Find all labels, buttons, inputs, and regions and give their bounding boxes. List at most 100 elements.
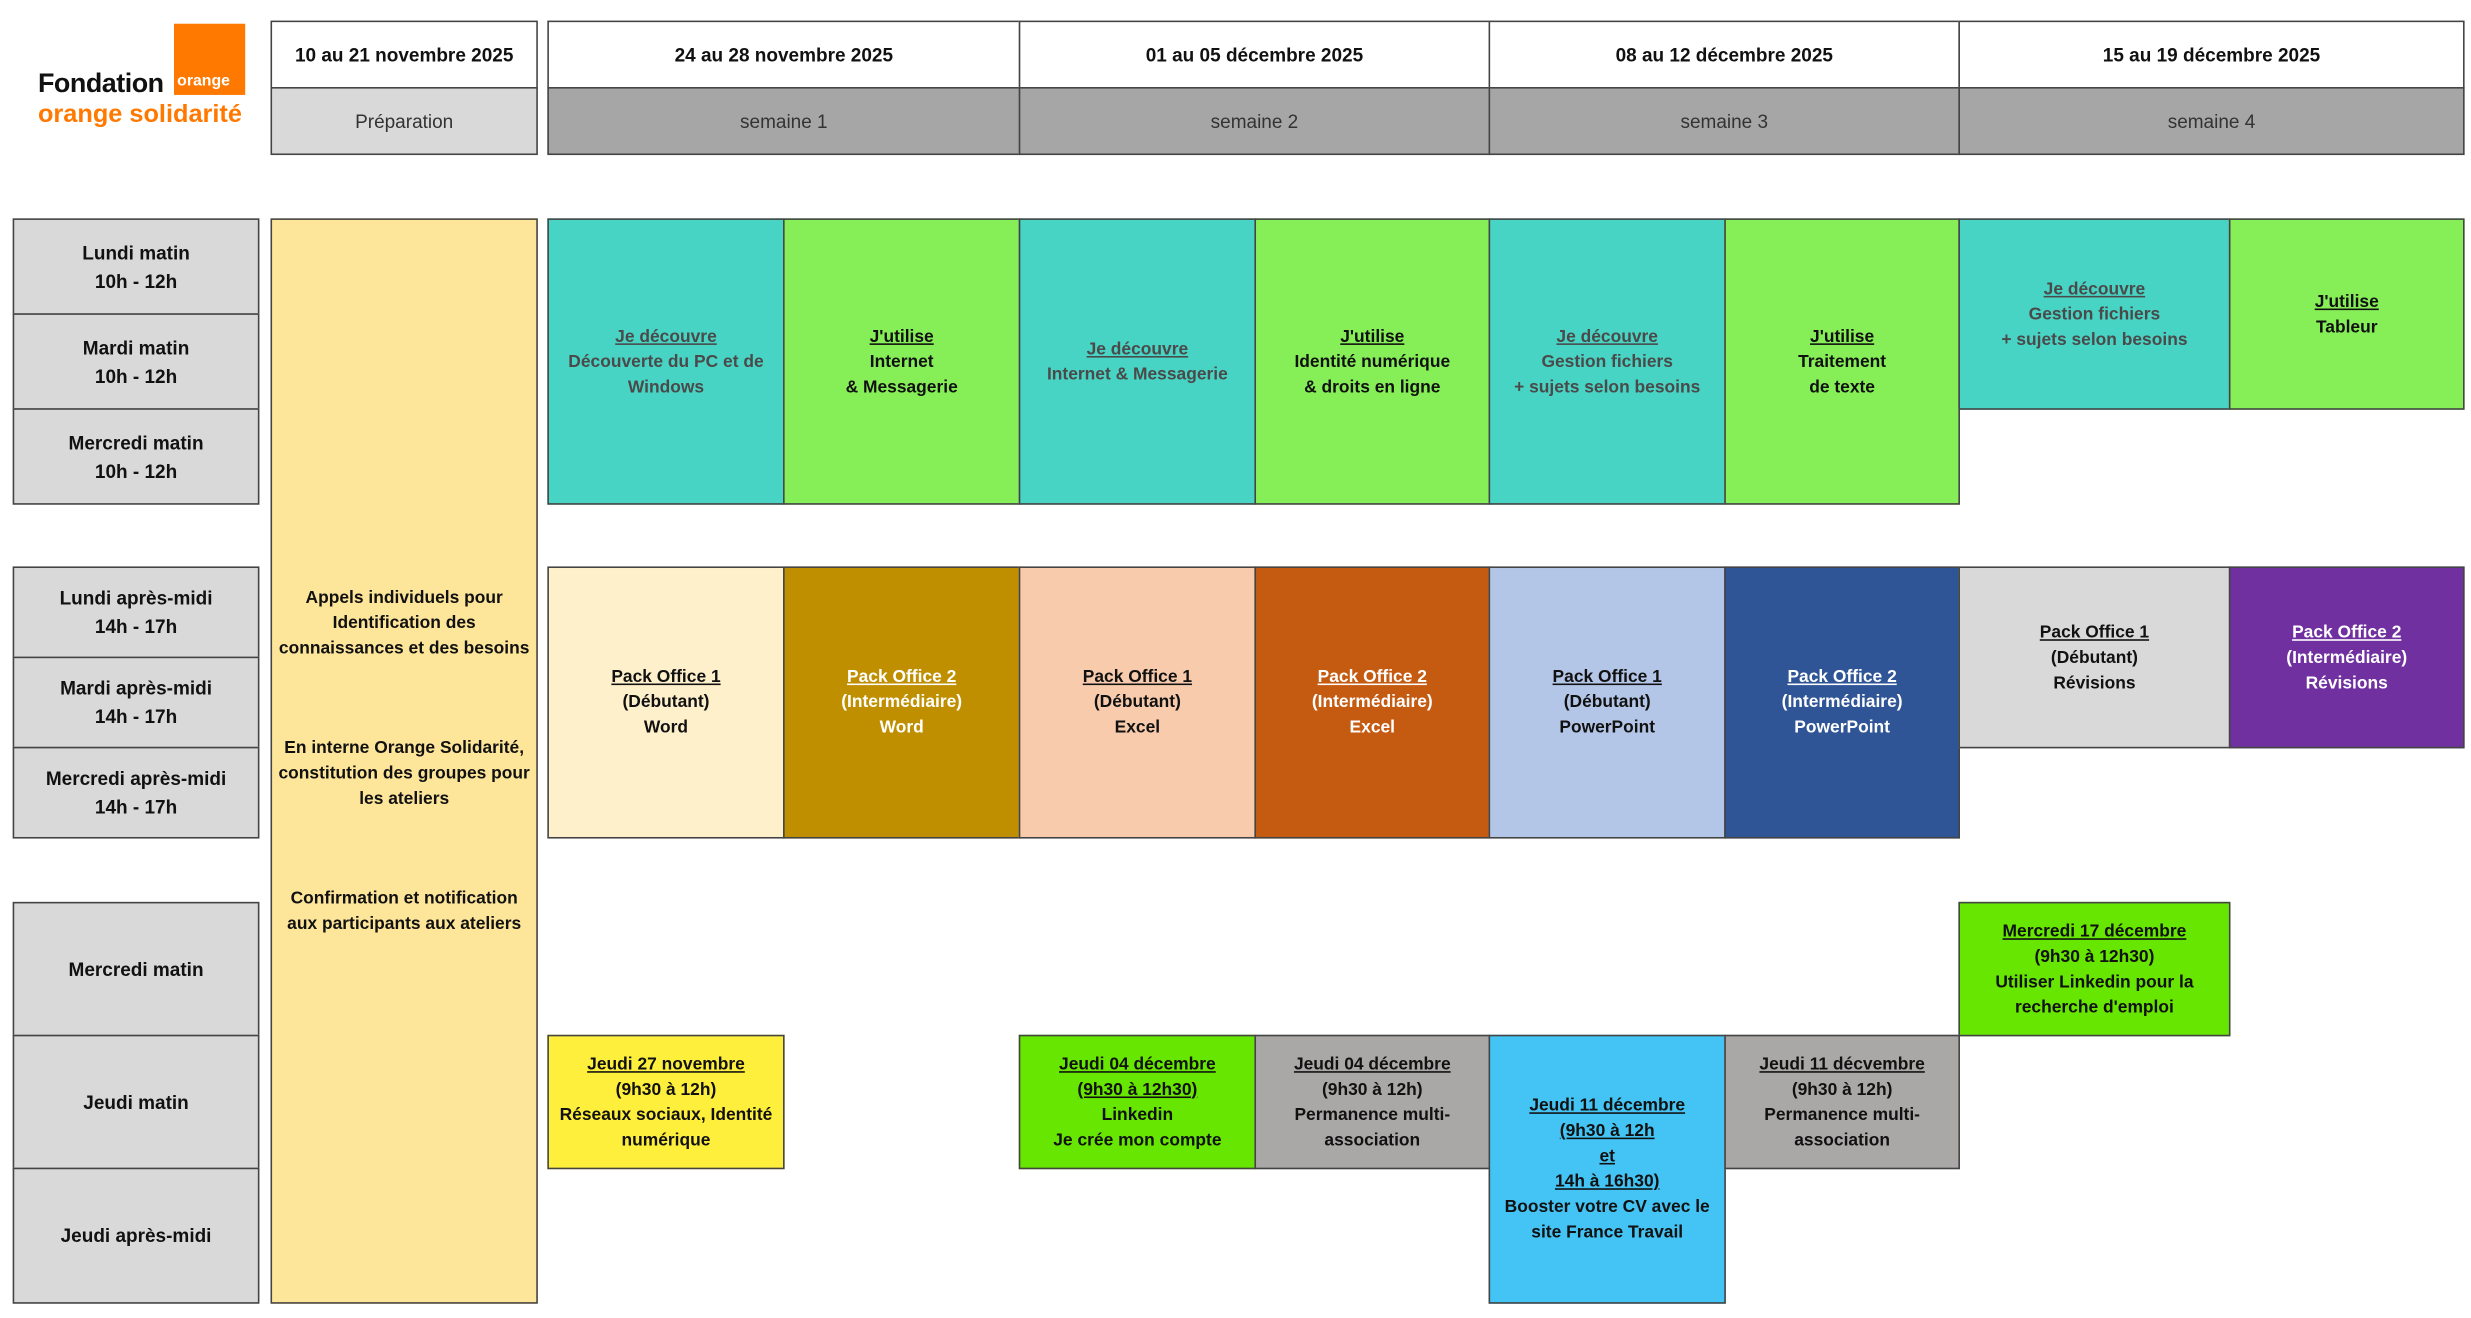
workshop-detail: & droits en ligne <box>1304 377 1441 397</box>
event-jeudi-04-decembre-permanence: Jeudi 04 décembre(9h30 à 12h)Permanence … <box>1254 1034 1491 1170</box>
event-subject: Permanence multi- <box>1294 1105 1451 1125</box>
week-4-label: semaine 4 <box>1958 87 2465 156</box>
workshop-level: (Débutant) <box>1093 693 1181 712</box>
afternoon-workshop-3: Pack Office 1 (Débutant) Excel <box>1018 566 1257 839</box>
workshop-title: J'utilise <box>2314 291 2379 311</box>
row-day: Mardi après-midi <box>60 677 212 700</box>
workshop-subject: Gestion fichiers <box>2028 304 2161 324</box>
event-time: (9h30 à 12h30) <box>2034 946 2155 966</box>
event-time-2: 14h à 16h30) <box>1554 1172 1660 1192</box>
workshop-title: Pack Office 1 <box>1552 667 1662 687</box>
afternoon-workshop-4: Pack Office 2(Intermédiaire)Excel <box>1254 566 1491 839</box>
workshop-title: Pack Office 2 <box>2292 622 2402 642</box>
workshop-subject: Découverte du PC et de <box>568 352 764 372</box>
row-day: Lundi après-midi <box>59 586 213 610</box>
workshop-title: J'utilise <box>869 326 934 346</box>
afternoon-workshop-1: Pack Office 1(Débutant)Word <box>547 566 785 839</box>
afternoon-workshop-6: Pack Office 2(Intermédiaire)PowerPoint <box>1724 566 1960 839</box>
week-3-label: semaine 3 <box>1488 87 1960 156</box>
event-time: (9h30 à 12h <box>1559 1121 1655 1141</box>
workshop-title: J'utilise <box>1810 326 1875 346</box>
workshop-level: (Intermédiaire) <box>1781 693 1903 712</box>
afternoon-workshop-2: Pack Office 2(Intermédiaire)Word <box>783 566 1021 839</box>
event-subject: Linkedin <box>1101 1105 1174 1125</box>
event-time-and: et <box>1599 1147 1615 1167</box>
event-subject: Utiliser Linkedin pour la <box>1995 972 2194 992</box>
workshop-level: (Débutant) <box>622 693 710 712</box>
workshop-title: Pack Office 1 <box>2039 622 2150 642</box>
workshop-detail: + sujets selon besoins <box>1514 377 1701 397</box>
event-subject-2: recherche d'emploi <box>2014 997 2174 1017</box>
event-subject-2: association <box>1324 1130 1421 1150</box>
event-title: Jeudi 27 novembre <box>587 1054 745 1074</box>
workshop-title: Je découvre <box>615 326 717 346</box>
workshop-subject: Excel <box>1114 718 1161 738</box>
workshop-subject: Internet & Messagerie <box>1046 364 1228 384</box>
row-label-jeudi-apres-midi: Jeudi après-midi <box>12 1167 260 1304</box>
event-subject-2: Je crée mon compte <box>1053 1130 1222 1150</box>
row-day: Mercredi matin <box>68 431 204 454</box>
row-time: 10h - 12h <box>94 459 178 482</box>
event-title: Jeudi 11 décembre <box>1529 1096 1686 1116</box>
workshop-subject: Tableur <box>2315 317 2378 337</box>
row-day: Lundi matin <box>82 241 190 264</box>
logo-fondation: Fondation <box>37 68 164 99</box>
row-day: Mardi matin <box>82 336 190 359</box>
workshop-level: (Intermédiaire) <box>2286 647 2408 667</box>
prep-dates-header: 10 au 21 novembre 2025 <box>270 20 538 89</box>
row-label-lundi-apres-midi: Lundi après-midi 14h - 17h <box>12 566 260 659</box>
row-label-jeudi-matin: Jeudi matin <box>12 1034 260 1170</box>
workshop-title: Pack Office 1 <box>1082 667 1193 687</box>
row-label-mercredi-matin-2: Mercredi matin <box>12 901 260 1037</box>
week-2-dates: 01 au 05 décembre 2025 <box>1018 20 1491 89</box>
workshop-level: (Intermédiaire) <box>1311 693 1433 712</box>
event-subject-2: site France Travail <box>1531 1223 1684 1243</box>
prep-step-1: Appels individuels pour Identification d… <box>278 588 530 659</box>
event-time: (9h30 à 12h) <box>1321 1079 1423 1099</box>
event-title: Jeudi 11 décvembre <box>1759 1054 1925 1074</box>
workshop-subject: Gestion fichiers <box>1541 352 1673 372</box>
event-mercredi-17-decembre: Mercredi 17 décembre(9h30 à 12h30)Utilis… <box>1958 901 2231 1037</box>
workshop-title: Pack Office 2 <box>847 667 957 687</box>
row-time: 14h - 17h <box>94 795 178 818</box>
workshop-subject: Révisions <box>2305 673 2388 693</box>
event-subject: Booster votre CV avec le <box>1504 1197 1710 1217</box>
row-label-mardi-apres-midi: Mardi après-midi 14h - 17h <box>12 656 260 749</box>
week-1-label: semaine 1 <box>547 87 1021 156</box>
week-2-label: semaine 2 <box>1018 87 1491 156</box>
afternoon-workshop-7: Pack Office 1(Débutant)Révisions <box>1958 566 2231 749</box>
row-time: 14h - 17h <box>94 615 178 638</box>
row-time: 10h - 12h <box>94 269 178 292</box>
row-day: Mercredi après-midi <box>45 767 227 790</box>
workshop-subject: Excel <box>1349 718 1396 738</box>
event-jeudi-11-decembre-cv: Jeudi 11 décembre (9h30 à 12h et 14h à 16h3… <box>1488 1034 1726 1304</box>
afternoon-workshop-5: Pack Office 1(Débutant)PowerPoint <box>1488 566 1726 839</box>
row-label-mardi-matin: Mardi matin 10h - 12h <box>12 313 260 410</box>
workshop-title: Pack Office 2 <box>1787 667 1897 687</box>
prep-step-3: Confirmation et notification aux partici… <box>287 889 522 934</box>
workshop-subject: Identité numérique <box>1294 352 1451 372</box>
week-4-dates: 15 au 19 décembre 2025 <box>1958 20 2465 89</box>
row-time: 10h - 12h <box>94 364 178 387</box>
orange-logo-square <box>174 23 246 95</box>
workshop-detail: & Messagerie <box>845 377 958 397</box>
workshop-title: Pack Office 1 <box>611 667 721 687</box>
workshop-detail: + sujets selon besoins <box>2001 329 2188 349</box>
workshop-level: (Débutant) <box>1563 693 1651 712</box>
event-jeudi-11-decembre-permanence: Jeudi 11 décvembre(9h30 à 12h)Permanence… <box>1724 1034 1960 1170</box>
event-time: (9h30 à 12h) <box>615 1079 717 1099</box>
event-subject: Permanence multi- <box>1764 1105 1920 1125</box>
workshop-detail: Windows <box>627 377 705 397</box>
week-1-dates: 24 au 28 novembre 2025 <box>547 20 1021 89</box>
orange-logo-word: orange <box>177 72 230 91</box>
workshop-subject: Traitement <box>1798 352 1887 372</box>
week-3-dates: 08 au 12 décembre 2025 <box>1488 20 1960 89</box>
event-time: (9h30 à 12h30) <box>1077 1079 1198 1099</box>
